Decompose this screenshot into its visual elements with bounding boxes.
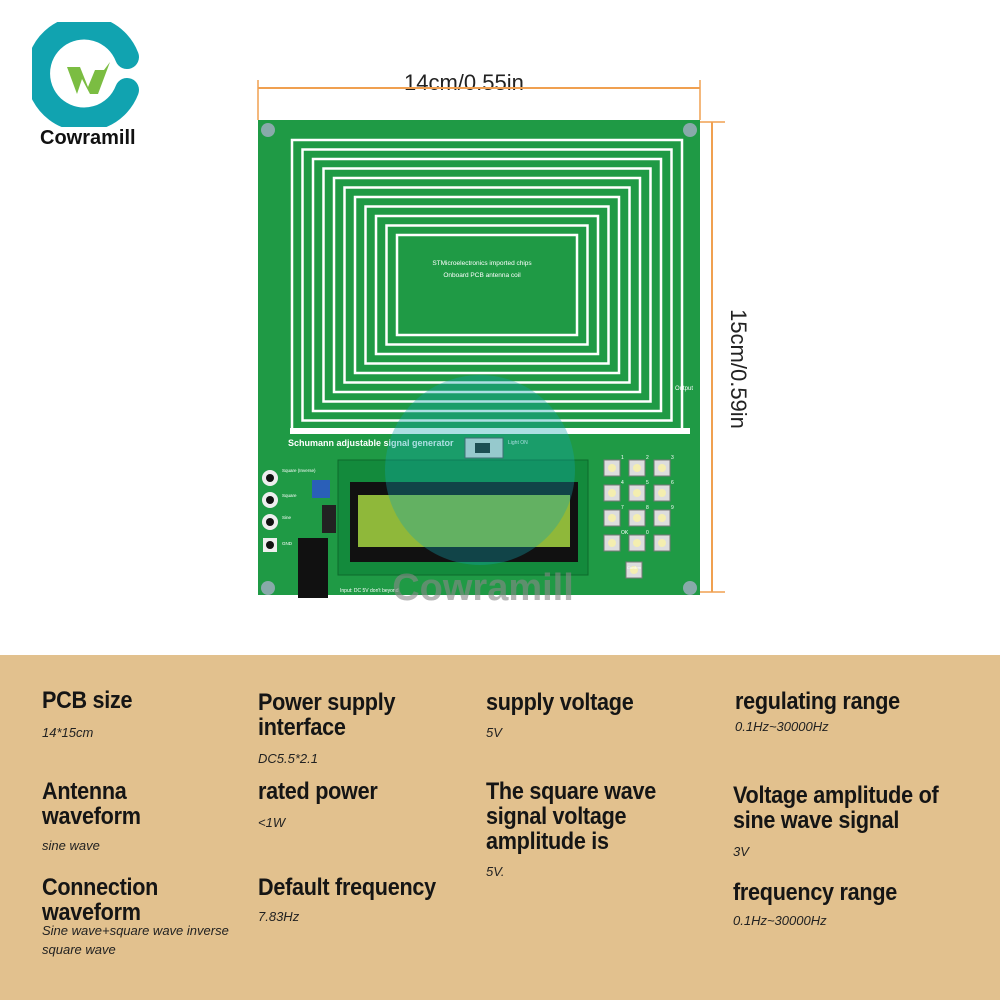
coil-ring — [322, 167, 652, 403]
output-ports: Square (Inverse) Square Sine GND — [262, 468, 316, 552]
spec-value: Sine wave+square wave inverse square wav… — [42, 923, 229, 957]
spec-title: PCB size — [42, 687, 133, 714]
spec-value: 14*15cm — [42, 725, 94, 740]
height-dimension-label: 15cm/0.59in — [726, 309, 751, 429]
spec-title: supply voltage — [486, 689, 634, 716]
key-label: 6 — [671, 480, 674, 486]
port-label: GND — [282, 541, 293, 546]
light-label: Light ON — [508, 440, 528, 446]
potentiometer[interactable] — [312, 480, 330, 498]
spec-title: The square wave signal voltage amplitude… — [486, 778, 657, 855]
spec-title: frequency range — [733, 879, 898, 906]
key-label: 0 — [646, 530, 649, 536]
lcd-screen — [358, 495, 570, 547]
spec-title: Antenna waveform — [42, 778, 141, 830]
spec-value: sine wave — [42, 838, 100, 853]
coil-ring — [353, 195, 621, 375]
spec-title: Power supply interface — [258, 689, 396, 741]
spec-value: 3V — [733, 844, 749, 859]
spec-value: <1W — [258, 815, 286, 830]
key-label: 7 — [621, 505, 624, 511]
key-label: 3 — [671, 455, 674, 461]
spec-value: 5V — [486, 725, 502, 740]
spec-value: DC5.5*2.1 — [258, 751, 318, 766]
spec-value: 0.1Hz~30000Hz — [733, 913, 827, 928]
width-dimension-label: 14cm/0.55in — [404, 70, 524, 95]
spec-title: rated power — [258, 778, 378, 805]
spec-value: 7.83Hz — [258, 909, 300, 924]
coil-ring — [364, 205, 610, 365]
coil-ring — [311, 157, 663, 413]
key-label: 8 — [646, 505, 649, 511]
coil-ring — [385, 224, 589, 346]
spec-title: regulating range — [735, 688, 900, 715]
board-title: Schumann adjustable signal generator — [288, 438, 454, 448]
brand-name: Cowramill — [40, 127, 136, 149]
spec-value: 0.1Hz~30000Hz — [735, 719, 829, 734]
spec-title: Connection waveform — [42, 874, 159, 926]
coil-ring — [395, 233, 579, 337]
key-label: 9 — [671, 505, 674, 511]
input-label: Input: DC 5V don't beyond — [340, 588, 399, 594]
output-label: Output — [675, 386, 693, 392]
key-label: Confirm — [627, 565, 642, 570]
watermark-logo — [385, 375, 575, 565]
pcb-board: STMicroelectronics imported chips Onboar… — [258, 120, 700, 609]
coil-label-1: STMicroelectronics imported chips — [432, 260, 532, 267]
coil-ring — [374, 214, 600, 356]
port-label: Square — [282, 493, 297, 498]
coil-ring — [301, 148, 673, 422]
key-label: OK — [621, 530, 629, 536]
key-label: 2 — [646, 455, 649, 461]
port-label: Sine — [282, 515, 292, 520]
spec-value: 5V. — [486, 864, 505, 879]
spec-title: Voltage amplitude of sine wave signal — [733, 782, 939, 834]
brand-logo — [32, 22, 139, 127]
logo-w-mark — [67, 62, 110, 94]
key-label: 1 — [621, 455, 624, 461]
coil-ring — [343, 186, 631, 384]
keypad: 1 2 3 4 5 6 7 8 9OK 0 — [603, 455, 674, 579]
specs-panel: PCB size 14*15cm Power supply interface … — [0, 655, 1000, 1000]
key-label: 4 — [621, 480, 624, 486]
logo-c-mark — [32, 22, 139, 127]
key-label: 5 — [646, 480, 649, 486]
spec-title: Default frequency — [258, 874, 436, 901]
antenna-coil — [290, 138, 684, 432]
port-label: Square (Inverse) — [282, 468, 316, 473]
dimension-lines — [257, 80, 725, 593]
coil-ring — [332, 176, 642, 394]
watermark-text: Cowramill — [392, 567, 574, 609]
dc-jack — [298, 538, 328, 598]
coil-label-2: Onboard PCB antenna coil — [443, 272, 521, 279]
